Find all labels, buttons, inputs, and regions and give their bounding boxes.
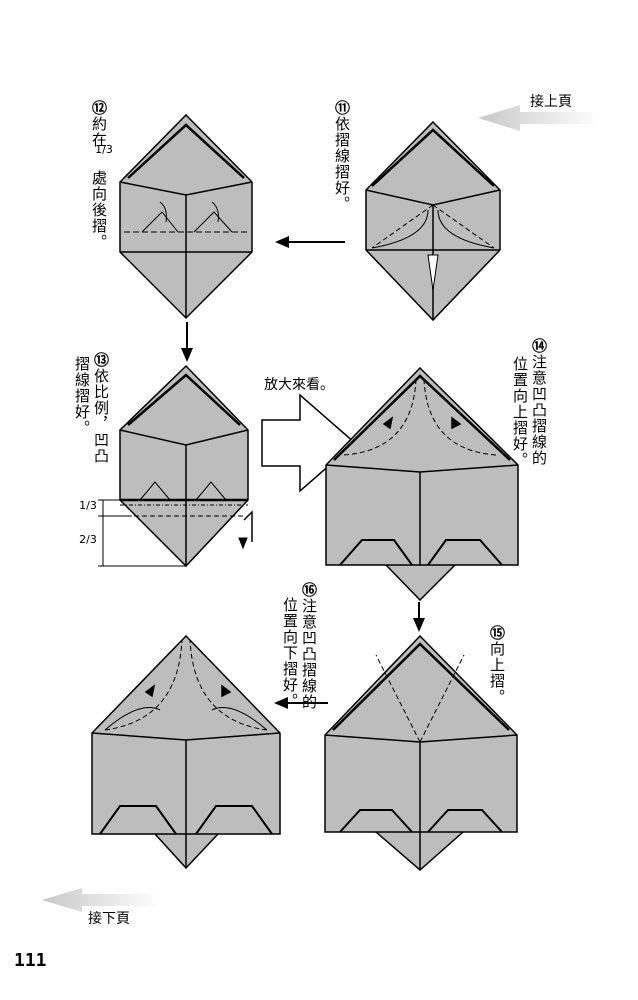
step-13-figure <box>119 364 249 568</box>
step-16-col1: ⑯注意凹凸摺線的 <box>300 582 318 710</box>
step-14-col2: 位置向上摺好。 <box>511 356 529 468</box>
step-14-figure <box>325 366 519 602</box>
continue-to-arrow <box>42 888 160 912</box>
next-page-label: 接下頁 <box>88 911 130 927</box>
arrow-15-to-16 <box>274 697 328 709</box>
step-15-text: 向上摺。 <box>488 641 506 705</box>
prev-page-label: 接上頁 <box>530 94 572 110</box>
page-number: 111 <box>14 950 47 971</box>
step-16-number: ⑯ <box>300 582 318 598</box>
ratio-one-third: 1/3 <box>79 499 97 512</box>
arrow-12-to-13 <box>181 322 193 362</box>
step-15-figure <box>324 634 518 871</box>
step-11-text: 依摺線摺好。 <box>333 116 351 212</box>
continue-from-arrow <box>478 105 600 131</box>
step-13-col2: 摺線摺好。 <box>73 356 91 436</box>
step-12-figure <box>119 113 253 320</box>
step-11-caption: ⑪依摺線摺好。 <box>333 100 351 212</box>
step-16-col2: 位置向下摺好。 <box>281 597 299 709</box>
step-11-figure <box>365 120 501 322</box>
step-12-text-before: 約在 <box>90 116 108 148</box>
step-12-caption: ⑫約在 <box>90 100 108 240</box>
step-15-caption: ⑮向上摺。 <box>488 625 506 705</box>
zoom-label: 放大來看。 <box>264 377 334 393</box>
step-12-text-after: 處向後摺。 <box>90 170 108 250</box>
step-14-number: ⑭ <box>530 338 548 354</box>
step-11-number: ⑪ <box>333 100 351 116</box>
arrow-11-to-12 <box>275 236 345 248</box>
ratio-markers <box>98 499 253 567</box>
step-12-fraction: 1/3 <box>95 143 113 156</box>
arrow-14-to-15 <box>413 602 425 632</box>
step-13-number: ⑬ <box>92 352 110 368</box>
step-13-col1: ⑬依比例，凹凸 <box>92 352 110 464</box>
step-14-col1: ⑭注意凹凸摺線的 <box>530 338 548 466</box>
step-12-number: ⑫ <box>90 100 108 116</box>
step-15-number: ⑮ <box>488 625 506 641</box>
step-16-figure <box>91 634 281 870</box>
step-14-text-1: 注意凹凸摺線的 <box>530 354 548 466</box>
step-13-text-1: 依比例，凹凸 <box>92 368 110 464</box>
step-16-text-1: 注意凹凸摺線的 <box>300 598 318 710</box>
ratio-two-thirds: 2/3 <box>79 533 97 546</box>
